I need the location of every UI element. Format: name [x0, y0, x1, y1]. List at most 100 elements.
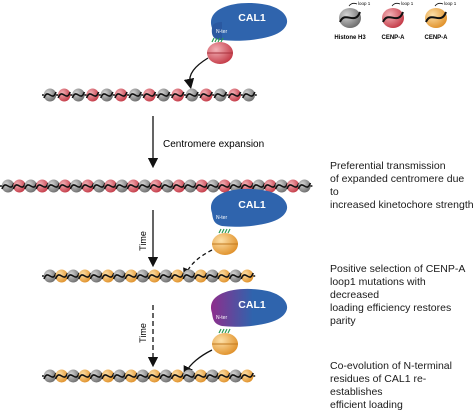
expansion-label: Centromere expansion: [163, 139, 264, 150]
legend-cenpa-red-label: CENP-A: [381, 35, 405, 41]
dna-wrap: [182, 372, 196, 380]
green-contacts-icon-2: [218, 228, 231, 234]
legend-cenpa-orange-loop-label: loop 1: [444, 1, 457, 6]
dna-wrap: [92, 182, 106, 190]
legend-cenpa-orange-loop-pointer-icon: [434, 2, 444, 7]
cal1-label-1: CAL1: [238, 12, 266, 24]
caption-1-line-3: increased kinetochore strength: [330, 199, 474, 211]
cal1-protein-shape-1: [210, 3, 288, 41]
caption-3-line-3: efficient loading: [330, 399, 403, 411]
dna-wrap: [112, 372, 127, 380]
legend-h3-loop-pointer-icon: [348, 2, 358, 7]
dna-wrap: [89, 272, 104, 280]
cal1-protein-shape-3: [210, 288, 288, 327]
cal1-label-3: CAL1: [238, 299, 266, 311]
legend-h3-dna-icon: [339, 11, 361, 23]
chromatin-array-1: [42, 88, 257, 102]
dna-wrap: [185, 91, 199, 99]
caption-2-line-2: loop1 mutations with decreased: [330, 276, 426, 301]
dna-wrap: [147, 372, 162, 380]
time-label-2: Time: [138, 323, 148, 343]
legend-h3-label: Histone H3: [334, 35, 366, 41]
dna-wrap: [54, 372, 69, 380]
dna-wrap: [58, 182, 72, 190]
dna-wrap: [43, 372, 57, 380]
legend-cenpa-red-dna-icon: [382, 11, 404, 23]
loading-arrow-3: [183, 349, 213, 377]
dna-wrap: [43, 91, 57, 99]
dna-wrap: [136, 372, 150, 380]
dna-wrap: [194, 372, 208, 380]
legend: loop 1 Histone H3 loop 1 CENP-A loop 1 C…: [334, 1, 456, 41]
loading-arrow-2-dashed: [183, 249, 213, 279]
dna-wrap: [101, 272, 115, 280]
dna-wrap: [242, 91, 256, 99]
dna-wrap: [101, 372, 115, 380]
green-contacts-icon-1: [211, 37, 224, 43]
dna-wrap: [78, 272, 92, 280]
dna-wrap: [170, 272, 185, 280]
caption-1-line-2: of expanded centromere due to: [330, 173, 465, 198]
dna-wrap: [69, 182, 84, 190]
dna-wrap: [85, 91, 100, 99]
cal1-nter-label-2: N-ter: [216, 215, 227, 221]
cal1-complex-1: CAL1 N-ter: [207, 3, 288, 64]
dna-wrap: [194, 272, 208, 280]
legend-h3-loop-label: loop 1: [358, 1, 371, 6]
dna-wrap: [263, 182, 277, 190]
dna-wrap: [159, 372, 173, 380]
legend-cenpa-orange: loop 1 CENP-A: [424, 1, 456, 41]
time-label-1: Time: [138, 231, 148, 251]
dna-wrap: [35, 182, 49, 190]
dna-wrap: [115, 182, 129, 190]
dna-wrap: [124, 372, 138, 380]
dna-wrap: [205, 272, 220, 280]
dna-wrap: [170, 372, 185, 380]
dna-wrap: [213, 91, 228, 99]
dna-wrap: [228, 272, 243, 280]
caption-3-line-2: residues of CAL1 re-establishes: [330, 373, 427, 398]
dna-wrap: [57, 91, 71, 99]
legend-cenpa-orange-label: CENP-A: [424, 35, 448, 41]
dna-wrap: [1, 182, 15, 190]
legend-cenpa-red-loop-label: loop 1: [401, 1, 414, 6]
dna-wrap: [81, 182, 95, 190]
dna-wrap: [43, 272, 57, 280]
cal1-nter-domain-1: [211, 22, 222, 40]
dna-wrap: [240, 182, 255, 190]
dna-wrap: [228, 372, 243, 380]
dna-wrap: [227, 91, 242, 99]
dna-wrap: [156, 91, 171, 99]
caption-2: Positive selection of CENP-A loop1 mutat…: [330, 263, 474, 328]
caption-2-line-3: loading efficiency restores parity: [330, 302, 452, 327]
dna-wrap: [171, 91, 185, 99]
dna-wrap: [229, 182, 243, 190]
dna-wrap: [142, 91, 157, 99]
chromatin-array-3: [42, 269, 256, 283]
dna-wrap: [147, 272, 162, 280]
dna-wrap: [217, 182, 232, 190]
cal1-complex-3: CAL1 N-ter: [210, 288, 288, 355]
dna-wrap: [159, 272, 173, 280]
dna-wrap: [103, 182, 118, 190]
dna-wrap: [112, 272, 127, 280]
dna-wrap: [172, 182, 186, 190]
dna-wrap: [183, 182, 198, 190]
dna-wrap: [24, 182, 38, 190]
cal1-nter-label-1: N-ter: [216, 29, 227, 35]
diagram-canvas: loop 1 Histone H3 loop 1 CENP-A loop 1 C…: [0, 1, 457, 383]
dna-wrap: [128, 91, 142, 99]
caption-1: Preferential transmission of expanded ce…: [330, 160, 474, 212]
dna-wrap: [160, 182, 175, 190]
dna-wrap: [286, 182, 300, 190]
dna-wrap: [217, 272, 231, 280]
caption-2-line-1: Positive selection of CENP-A: [330, 263, 466, 275]
chromatin-array-2: [0, 179, 313, 193]
dna-wrap: [274, 182, 289, 190]
dna-wrap: [66, 272, 80, 280]
dna-wrap: [149, 182, 163, 190]
green-contacts-icon-3: [218, 328, 231, 334]
cal1-label-2: CAL1: [238, 199, 266, 211]
dna-wrap: [100, 91, 114, 99]
dna-wrap: [138, 182, 152, 190]
